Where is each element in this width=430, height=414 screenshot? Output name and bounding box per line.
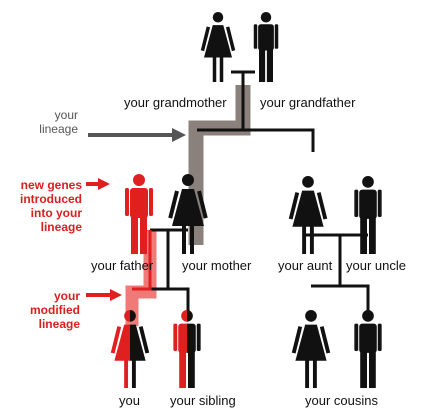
- cousins-children-line: [311, 284, 370, 312]
- father-label: your father: [91, 258, 154, 273]
- male-figure-icon: [125, 174, 153, 254]
- female-figure-icon: [200, 12, 236, 82]
- cousins-label: your cousins: [305, 393, 378, 408]
- arrow-right-icon: [88, 128, 186, 142]
- uncle-label: your uncle: [346, 258, 406, 273]
- lineage-connector: [197, 72, 245, 132]
- modified-lineage-connector: [132, 230, 152, 291]
- grandmother-label: your grandmother: [124, 95, 227, 110]
- male-figure-icon: [253, 12, 279, 82]
- female-figure-icon: [110, 310, 150, 388]
- lineage-annotation: your lineage: [39, 108, 78, 136]
- female-figure-icon: [288, 176, 328, 254]
- male-figure-icon: [354, 310, 382, 388]
- new-genes-annotation: new genes introduced into your lineage: [20, 178, 82, 234]
- aunt-label: your aunt: [278, 258, 333, 273]
- sibling-label: your sibling: [170, 393, 236, 408]
- grandfather-label: your grandfather: [260, 95, 356, 110]
- female-figure-icon: [291, 310, 331, 388]
- male-figure-icon: [173, 310, 201, 388]
- modified-lineage-annotation: your modified lineage: [30, 289, 80, 331]
- arrow-right-icon: [86, 289, 122, 301]
- female-figure-icon: [168, 174, 208, 254]
- male-figure-icon: [354, 176, 382, 254]
- mother-label: your mother: [182, 258, 252, 273]
- arrow-right-icon: [86, 178, 110, 190]
- you-label: you: [119, 393, 140, 408]
